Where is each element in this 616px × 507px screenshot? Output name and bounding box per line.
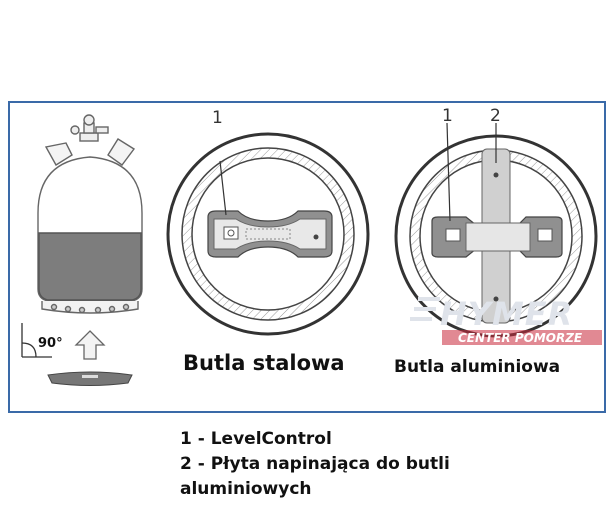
legend-item-1: 1 - LevelControl [180, 429, 332, 449]
angle-indicator [21, 323, 52, 358]
illustration-panel: 90° 1 [8, 101, 606, 413]
watermark-subtitle: CENTER POMORZE [458, 331, 583, 345]
callout-1-steel: 1 [212, 108, 223, 128]
steel-bottle-top-view [166, 132, 370, 336]
steel-bottle-caption: Butla stalowa [183, 351, 345, 375]
levelcontrol-plate-icon [47, 371, 133, 386]
callout-2-aluminium: 2 [490, 106, 501, 126]
legend-item-2-line2: aluminiowych [180, 479, 312, 499]
watermark-brand: HYMER [440, 295, 573, 333]
legend: 1 - LevelControl 2 - Płyta napinająca do… [180, 427, 450, 502]
gas-cylinder [37, 114, 143, 314]
bottle-diagram: 90° 1 [21, 106, 602, 386]
hymer-watermark: HYMER CENTER POMORZE [410, 295, 602, 345]
aluminium-bottle-top-view [394, 122, 598, 338]
up-arrow-icon [74, 330, 106, 360]
legend-item-2-line1: 2 - Płyta napinająca do butli [180, 454, 450, 474]
callout-1-aluminium: 1 [442, 106, 453, 126]
angle-label: 90° [38, 336, 63, 351]
aluminium-bottle-caption: Butla aluminiowa [394, 357, 561, 377]
